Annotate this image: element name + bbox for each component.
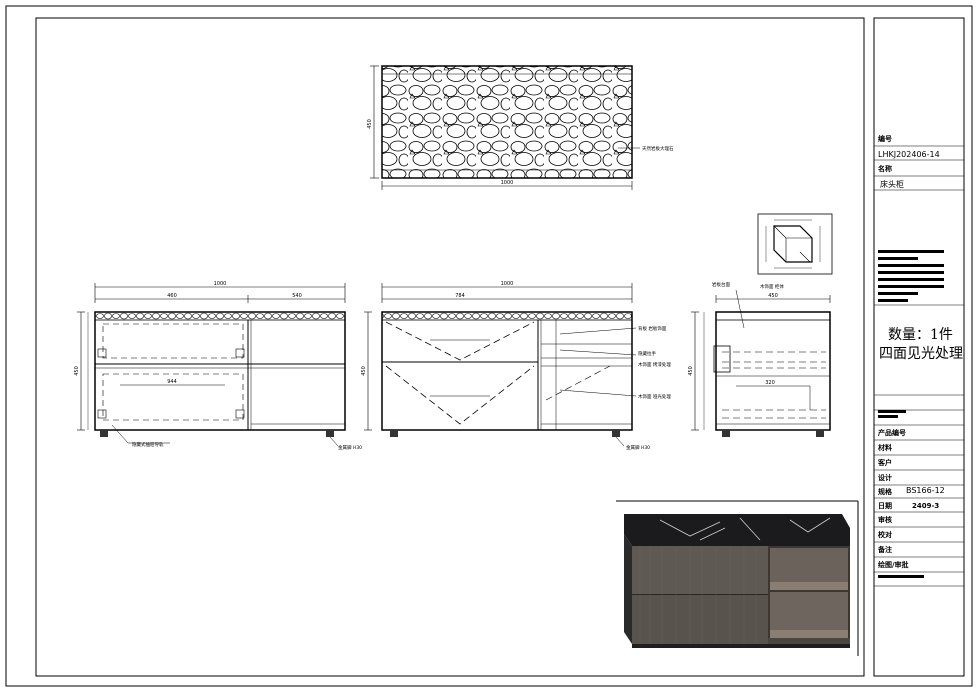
redacted-line <box>878 292 918 295</box>
front-width-dim: 1000 <box>214 281 227 287</box>
side-note-1: 岩板台面 <box>712 281 730 288</box>
redacted-line <box>878 415 898 418</box>
field-date: 日期 <box>878 502 892 510</box>
top-width-dim: 1000 <box>501 180 514 186</box>
quantity-line: 数量：1件 <box>888 327 953 343</box>
code-label: 编号 <box>878 135 892 143</box>
redacted-line <box>878 285 944 288</box>
title-block-frame <box>873 17 965 677</box>
front-view <box>77 283 346 447</box>
front-right-dim: 540 <box>292 293 302 299</box>
redacted-line <box>878 299 908 302</box>
front-height-dim: 450 <box>74 366 80 376</box>
outer-border <box>5 5 973 687</box>
field-remarks: 备注 <box>878 546 892 554</box>
redacted-line <box>878 257 918 260</box>
field-approval: 绘图/审批 <box>878 561 909 569</box>
redacted-line <box>878 271 944 274</box>
product-render <box>616 500 859 656</box>
front-inner-dim: 944 <box>167 379 177 385</box>
spec-value: BS166-12 <box>906 486 945 495</box>
finish-line: 四面见光处理 <box>879 346 963 362</box>
field-spec: 规格 <box>878 488 892 496</box>
code-value: LHKJ202406-14 <box>878 150 940 159</box>
date-value: 2409-3 <box>912 502 940 510</box>
back-note-3: 木饰面 烤漆处理 <box>638 361 671 368</box>
back-view <box>364 283 637 447</box>
field-customer: 客户 <box>878 459 892 467</box>
redacted-line <box>878 250 944 253</box>
drawing-frame <box>35 17 865 677</box>
field-check: 校对 <box>878 531 892 539</box>
back-left-dim: 784 <box>455 293 465 299</box>
front-left-dim: 460 <box>167 293 177 299</box>
redacted-line <box>878 278 944 281</box>
side-shelf-dim: 320 <box>765 380 775 386</box>
title-block-lines <box>874 145 964 587</box>
back-note-2: 隐藏拉手 <box>638 350 656 357</box>
field-review: 审核 <box>878 516 892 524</box>
back-note-4: 木饰面 哑光处理 <box>638 393 671 400</box>
redacted-line <box>878 264 944 267</box>
top-view <box>370 65 640 190</box>
field-drawn <box>878 575 924 578</box>
redacted-line <box>878 410 906 413</box>
side-note-2: 木饰面 柜体 <box>760 283 784 290</box>
back-foot-note: 金属脚 H30 <box>626 444 650 451</box>
name-label: 名称 <box>878 165 892 173</box>
field-design: 设计 <box>878 474 892 482</box>
corner-detail <box>757 213 833 275</box>
back-width-dim: 1000 <box>501 281 514 287</box>
top-depth-dim: 450 <box>367 119 373 129</box>
side-height-dim: 450 <box>688 366 694 376</box>
back-note-1: 背板 岩板饰面 <box>638 325 667 332</box>
side-width-dim: 450 <box>768 293 778 299</box>
field-product-code: 产品编号 <box>878 429 906 437</box>
side-view <box>691 289 831 437</box>
back-height-dim: 450 <box>361 366 367 376</box>
field-material: 材料 <box>878 444 892 452</box>
front-foot-note: 金属脚 H30 <box>338 444 362 451</box>
front-left-note: 隐藏式抽屉导轨 <box>132 441 164 448</box>
top-note: 天然岩板大理石 <box>642 145 674 152</box>
name-value: 床头柜 <box>880 180 904 189</box>
